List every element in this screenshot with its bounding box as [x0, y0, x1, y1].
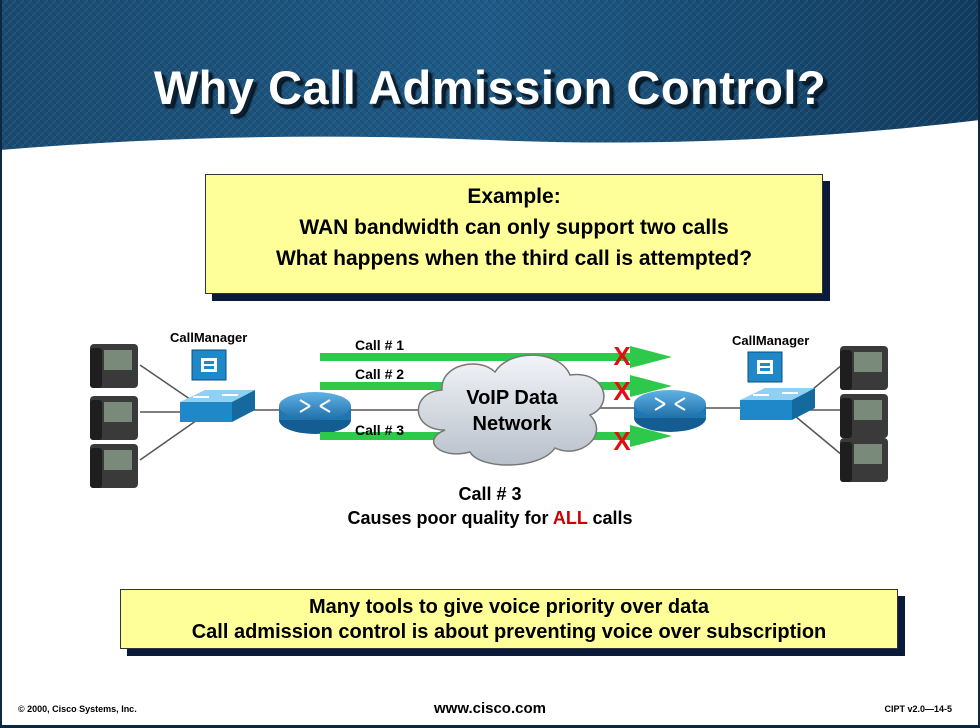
- example-line-question: What happens when the third call is atte…: [275, 247, 753, 270]
- call-1-label: Call # 1: [355, 337, 404, 353]
- tools-callout: Many tools to give voice priority over d…: [120, 589, 898, 649]
- slide-title: Why Call Admission Control?: [153, 61, 827, 114]
- frame-left-border: [0, 0, 2, 728]
- title-banner: [0, 0, 980, 150]
- left-ip-phone-3: [90, 444, 138, 488]
- call-1-drop-mark: X: [613, 341, 631, 371]
- right-callmanager-icon: [747, 351, 783, 383]
- cloud-label-line1: VoIP Data: [466, 387, 558, 409]
- right-callmanager-label: CallManager: [732, 333, 809, 348]
- voip-data-network-cloud: [417, 354, 605, 466]
- summary-call-3: Call # 3: [458, 484, 522, 504]
- footer-copyright: © 2000, Cisco Systems, Inc.: [18, 704, 137, 714]
- call-2-label: Call # 2: [355, 366, 404, 382]
- right-ip-phone-3: [840, 438, 888, 482]
- right-ip-phone-1: [840, 346, 888, 390]
- example-heading: Example:: [467, 185, 561, 208]
- left-callmanager-label: CallManager: [170, 330, 247, 345]
- frame-bottom-border: [0, 725, 980, 728]
- cloud-label-line2: Network: [473, 413, 553, 435]
- left-ip-phone-2: [90, 396, 138, 440]
- example-line-bandwidth: WAN bandwidth can only support two calls: [299, 216, 729, 239]
- left-switch-icon: [180, 390, 255, 422]
- right-ip-phone-2: [840, 394, 888, 438]
- summary-poor-quality: Causes poor quality for ALL calls: [0, 508, 980, 529]
- right-switch-icon: [740, 388, 815, 420]
- call-3-label: Call # 3: [355, 422, 404, 438]
- tools-line-admission: Call admission control is about preventi…: [191, 621, 827, 643]
- summary-prefix: Causes poor quality for: [347, 508, 553, 528]
- example-callout: Example: WAN bandwidth can only support …: [205, 174, 823, 294]
- tools-line-priority: Many tools to give voice priority over d…: [308, 596, 710, 618]
- call-2-drop-mark: X: [613, 376, 631, 406]
- right-router-icon: [634, 390, 706, 432]
- left-callmanager-icon: [191, 349, 227, 381]
- summary-all-highlight: ALL: [552, 508, 588, 528]
- footer-url: www.cisco.com: [434, 700, 546, 717]
- footer-version: CIPT v2.0—14-5: [884, 704, 952, 714]
- network-diagram: CallManager Call # 1 Call # 2 VoIP Data …: [90, 330, 888, 488]
- left-ip-phone-1: [90, 344, 138, 388]
- frame-right-border: [978, 0, 980, 728]
- left-router-icon: [279, 392, 351, 434]
- summary-suffix: calls: [587, 508, 633, 528]
- call-1-arrow: [320, 346, 672, 368]
- call-3-drop-mark: X: [613, 426, 631, 456]
